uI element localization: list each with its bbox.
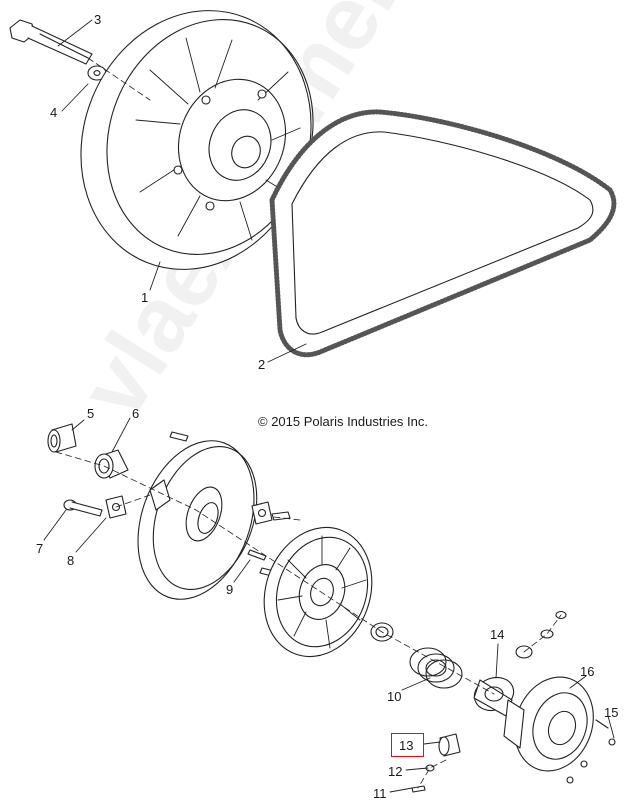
bushing-part-5 bbox=[47, 423, 77, 453]
bolt-part-3 bbox=[9, 19, 93, 65]
callout-6[interactable]: 6 bbox=[132, 406, 140, 421]
belt-part-2 bbox=[269, 109, 617, 358]
callout-1[interactable]: 1 bbox=[141, 290, 149, 305]
callout-8[interactable]: 8 bbox=[67, 553, 75, 568]
callout-14[interactable]: 14 bbox=[490, 627, 505, 642]
bushing-part-13 bbox=[438, 733, 461, 757]
copyright-text: © 2015 Polaris Industries Inc. bbox=[258, 414, 428, 429]
callout-13[interactable]: 13 bbox=[399, 738, 414, 753]
screw-part-11 bbox=[411, 785, 426, 793]
callout-4[interactable]: 4 bbox=[50, 105, 58, 120]
spider-cover bbox=[263, 526, 373, 658]
callout-10[interactable]: 10 bbox=[387, 689, 402, 704]
axis-lines bbox=[55, 57, 562, 789]
callout-2[interactable]: 2 bbox=[258, 357, 266, 372]
spring-part-10 bbox=[409, 647, 463, 689]
callout-3[interactable]: 3 bbox=[94, 12, 102, 27]
callout-7[interactable]: 7 bbox=[36, 541, 44, 556]
pin-part-7 bbox=[63, 499, 103, 517]
sheave-part-1 bbox=[80, 10, 314, 270]
highlight-box-part-13 bbox=[391, 733, 424, 757]
callout-9[interactable]: 9 bbox=[226, 582, 234, 597]
callout-12[interactable]: 12 bbox=[388, 764, 403, 779]
callout-5[interactable]: 5 bbox=[87, 406, 95, 421]
callout-11[interactable]: 11 bbox=[373, 786, 387, 800]
cover-part-16 bbox=[503, 676, 594, 772]
callout-15[interactable]: 15 bbox=[604, 705, 619, 720]
callout-16[interactable]: 16 bbox=[580, 664, 595, 679]
screw-part-15 bbox=[595, 719, 609, 729]
moveable-sheave bbox=[137, 440, 258, 600]
leader-lines bbox=[43, 19, 615, 793]
bearing-part-6 bbox=[94, 449, 129, 479]
